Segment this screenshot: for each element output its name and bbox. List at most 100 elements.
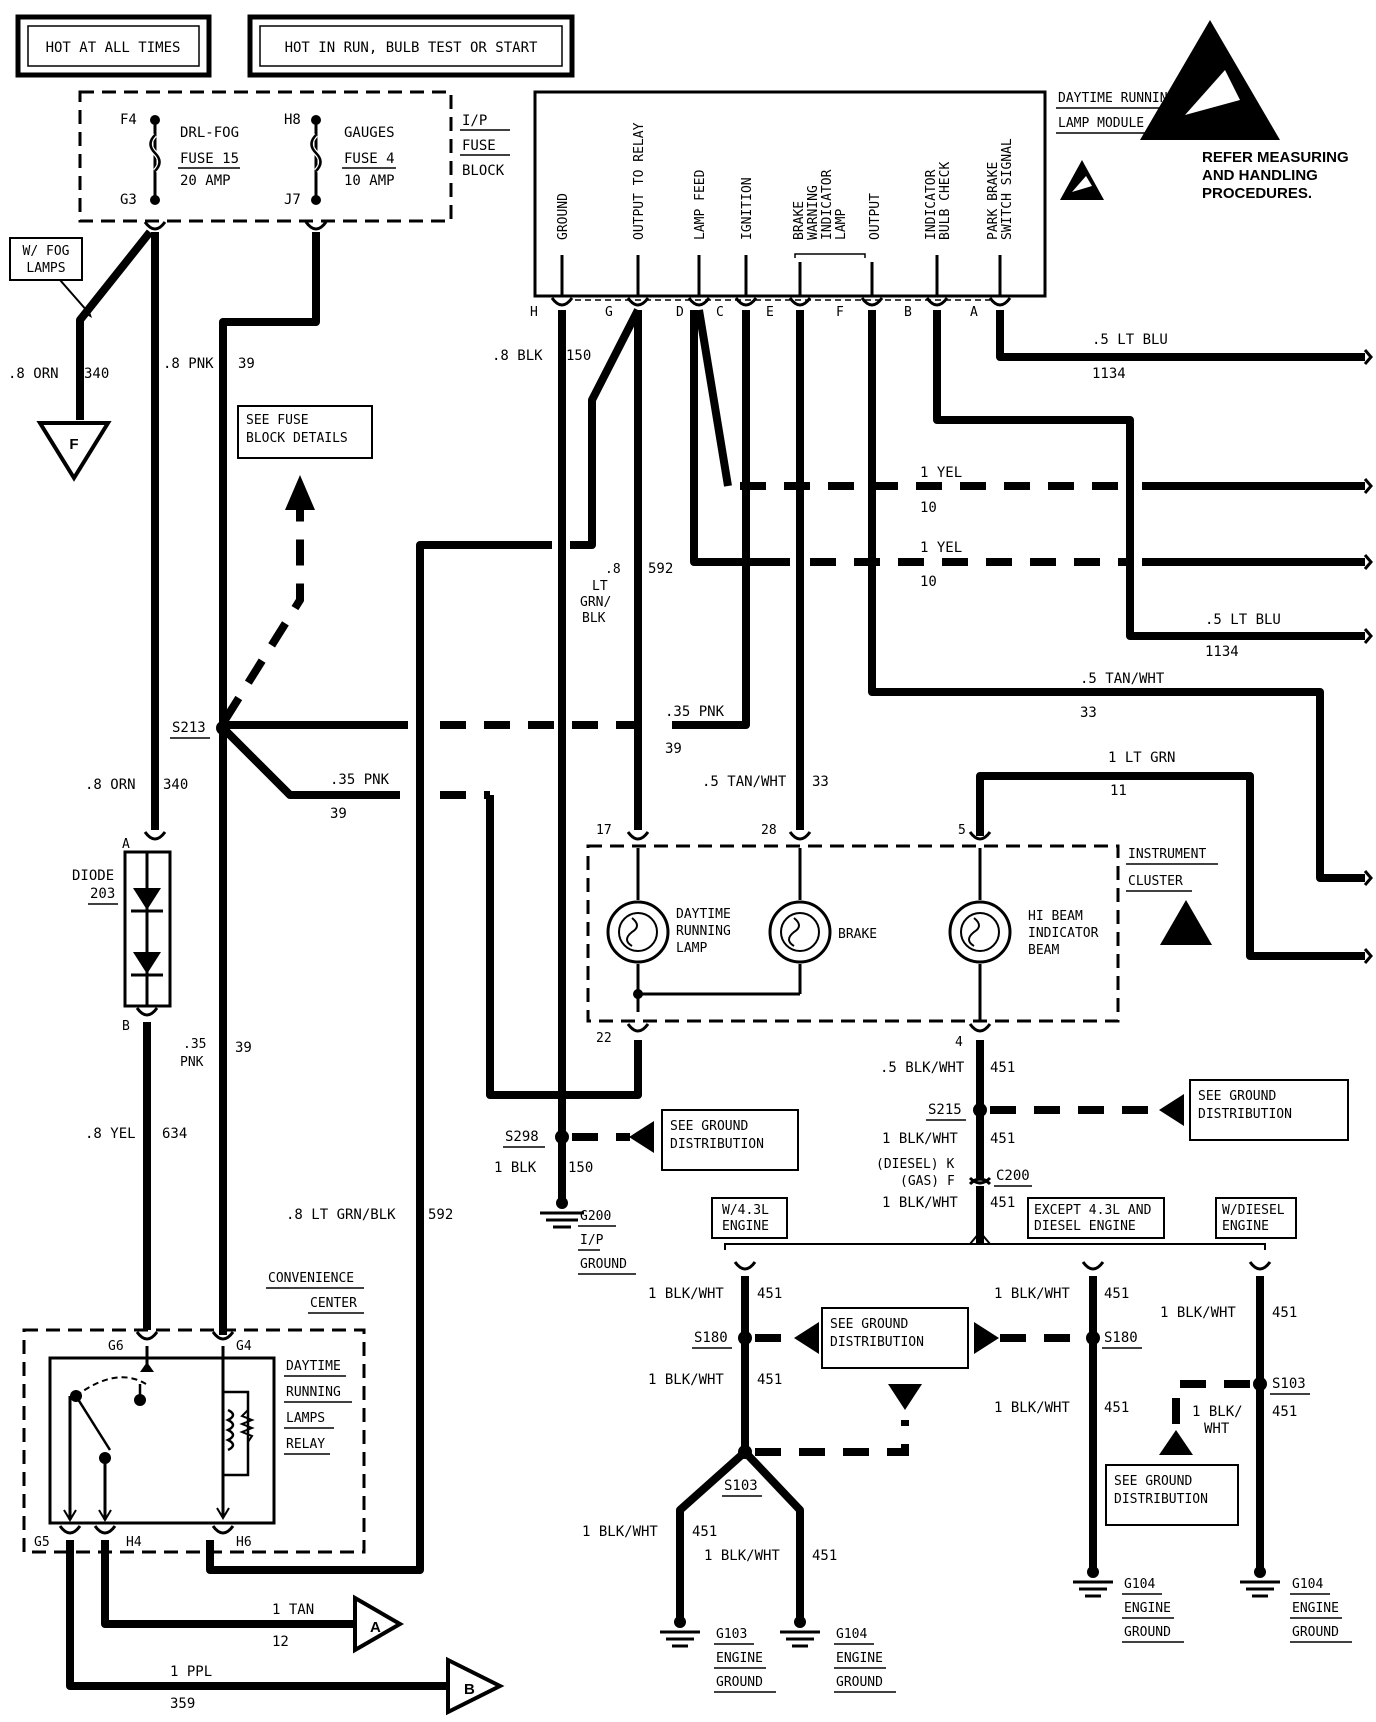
svg-text:ENGINE: ENGINE [836, 1651, 883, 1666]
svg-text:.8 PNK: .8 PNK [163, 356, 214, 372]
variant-diesel-label: W/DIESEL ENGINE [1215, 1197, 1297, 1239]
wire-10-d [690, 310, 790, 566]
svg-text:DAYTIME: DAYTIME [286, 1359, 341, 1374]
svg-text:C200: C200 [996, 1168, 1030, 1184]
svg-text:1134: 1134 [1205, 644, 1239, 660]
ground-g103: G103 ENGINE GROUND [660, 1616, 776, 1693]
hot-in-run-box: HOT IN RUN, BULB TEST OR START [247, 14, 575, 78]
see-ground-distribution-2: SEE GROUND DISTRIBUTION [661, 1109, 799, 1171]
wire-1134-a [996, 310, 1365, 361]
wire-39-pnk [219, 232, 320, 722]
svg-text:1 YEL: 1 YEL [920, 465, 962, 481]
svg-text:B: B [122, 1019, 130, 1034]
svg-text:RELAY: RELAY [286, 1437, 325, 1452]
svg-text:DISTRIBUTION: DISTRIBUTION [830, 1335, 924, 1350]
svg-text:1 YEL: 1 YEL [920, 540, 962, 556]
wire-11 [976, 772, 1365, 960]
svg-text:451: 451 [1272, 1404, 1297, 1420]
svg-text:39: 39 [330, 806, 347, 822]
svg-text:PROCEDURES.: PROCEDURES. [1202, 185, 1312, 202]
svg-text:12: 12 [272, 1634, 289, 1650]
svg-text:4: 4 [955, 1035, 963, 1050]
svg-text:DISTRIBUTION: DISTRIBUTION [1114, 1492, 1208, 1507]
svg-text:B: B [904, 305, 912, 320]
svg-text:.8 BLK: .8 BLK [492, 348, 543, 364]
svg-text:B: B [464, 1681, 475, 1698]
svg-text:W/ FOG: W/ FOG [23, 244, 70, 259]
svg-text:634: 634 [162, 1126, 187, 1142]
svg-text:A: A [370, 1619, 381, 1636]
wire-12-tan [101, 1540, 355, 1628]
svg-text:340: 340 [163, 777, 188, 793]
svg-text:H4: H4 [126, 1535, 142, 1550]
drl-module: DAYTIME RUNNING LAMP MODULE GROUND OUTPU… [533, 90, 1190, 298]
svg-text:28: 28 [761, 823, 777, 838]
svg-text:WARNING: WARNING [806, 185, 821, 240]
svg-text:1 BLK/WHT: 1 BLK/WHT [994, 1286, 1070, 1302]
svg-text:G104: G104 [1292, 1577, 1323, 1592]
svg-text:451: 451 [1272, 1305, 1297, 1321]
svg-text:INDICATOR: INDICATOR [924, 169, 939, 240]
svg-text:INDICATOR: INDICATOR [820, 169, 835, 240]
svg-text:G: G [605, 305, 613, 320]
wire-592-b [206, 541, 552, 1574]
svg-text:A: A [122, 837, 130, 852]
fuse4-name: GAUGES [344, 125, 395, 141]
svg-text:BEAM: BEAM [1028, 943, 1059, 958]
svg-text:PNK: PNK [180, 1055, 204, 1070]
esd-warning: REFER MEASURING AND HANDLING PROCEDURES. [1140, 20, 1349, 202]
svg-text:RUNNING: RUNNING [286, 1385, 341, 1400]
svg-text:GROUND: GROUND [580, 1257, 627, 1272]
svg-text:39: 39 [235, 1040, 252, 1056]
svg-text:.5 BLK/WHT: .5 BLK/WHT [880, 1060, 965, 1076]
ground-g200: G200 I/P GROUND [540, 1197, 636, 1275]
svg-text:BRAKE: BRAKE [838, 927, 877, 942]
splice-s180-b [1086, 1331, 1100, 1345]
svg-text:ENGINE: ENGINE [722, 1219, 769, 1234]
svg-text:GRN/: GRN/ [580, 595, 611, 610]
svg-text:S213: S213 [172, 720, 206, 736]
svg-text:1 BLK/WHT: 1 BLK/WHT [648, 1372, 724, 1388]
fuse-block-title-2: FUSE [462, 138, 496, 154]
svg-text:CLUSTER: CLUSTER [1128, 874, 1183, 889]
svg-text:BRAKE: BRAKE [792, 201, 807, 240]
svg-text:(DIESEL) K: (DIESEL) K [876, 1157, 954, 1172]
wire-340-fog [76, 229, 154, 420]
svg-text:LAMPS: LAMPS [26, 261, 65, 276]
svg-text:.5 TAN/WHT: .5 TAN/WHT [1080, 671, 1165, 687]
svg-text:CONVENIENCE: CONVENIENCE [268, 1271, 354, 1286]
svg-text:592: 592 [648, 561, 673, 577]
svg-text:G104: G104 [1124, 1577, 1155, 1592]
svg-text:ENGINE: ENGINE [1124, 1601, 1171, 1616]
svg-text:BULB CHECK: BULB CHECK [938, 162, 953, 240]
hot-at-all-times-box: HOT AT ALL TIMES [15, 14, 212, 78]
svg-text:17: 17 [596, 823, 612, 838]
svg-text:451: 451 [812, 1548, 837, 1564]
svg-text:SWITCH SIGNAL: SWITCH SIGNAL [1000, 138, 1015, 240]
svg-text:EXCEPT 4.3L AND: EXCEPT 4.3L AND [1034, 1203, 1152, 1218]
svg-text:LAMP: LAMP [676, 941, 707, 956]
svg-text:DIESEL ENGINE: DIESEL ENGINE [1034, 1219, 1136, 1234]
svg-text:.8 LT GRN/BLK: .8 LT GRN/BLK [286, 1207, 396, 1223]
svg-text:10: 10 [920, 574, 937, 590]
see-ground-distribution-3: SEE GROUND DISTRIBUTION [821, 1307, 969, 1369]
svg-text:451: 451 [990, 1195, 1015, 1211]
fuse4-number: FUSE 4 [344, 151, 395, 167]
hi-beam-bulb [948, 900, 1012, 964]
svg-text:1 BLK/WHT: 1 BLK/WHT [704, 1548, 780, 1564]
svg-text:S103: S103 [1272, 1376, 1306, 1392]
svg-text:33: 33 [812, 774, 829, 790]
svg-text:.8 YEL: .8 YEL [85, 1126, 136, 1142]
svg-text:H: H [530, 305, 538, 320]
svg-text:451: 451 [1104, 1286, 1129, 1302]
variant-w43-label: W/4.3L ENGINE [711, 1197, 788, 1239]
svg-text:1 TAN: 1 TAN [272, 1602, 314, 1618]
wire-label-orn-340: .8 ORN [8, 366, 59, 382]
svg-text:1134: 1134 [1092, 366, 1126, 382]
svg-text:1 BLK/WHT: 1 BLK/WHT [882, 1195, 958, 1211]
see-ground-distribution-4: SEE GROUND DISTRIBUTION [1105, 1464, 1239, 1526]
svg-text:SEE GROUND: SEE GROUND [670, 1119, 748, 1134]
fuse4-rating: 10 AMP [344, 173, 395, 189]
splice-s180-a [738, 1331, 752, 1345]
